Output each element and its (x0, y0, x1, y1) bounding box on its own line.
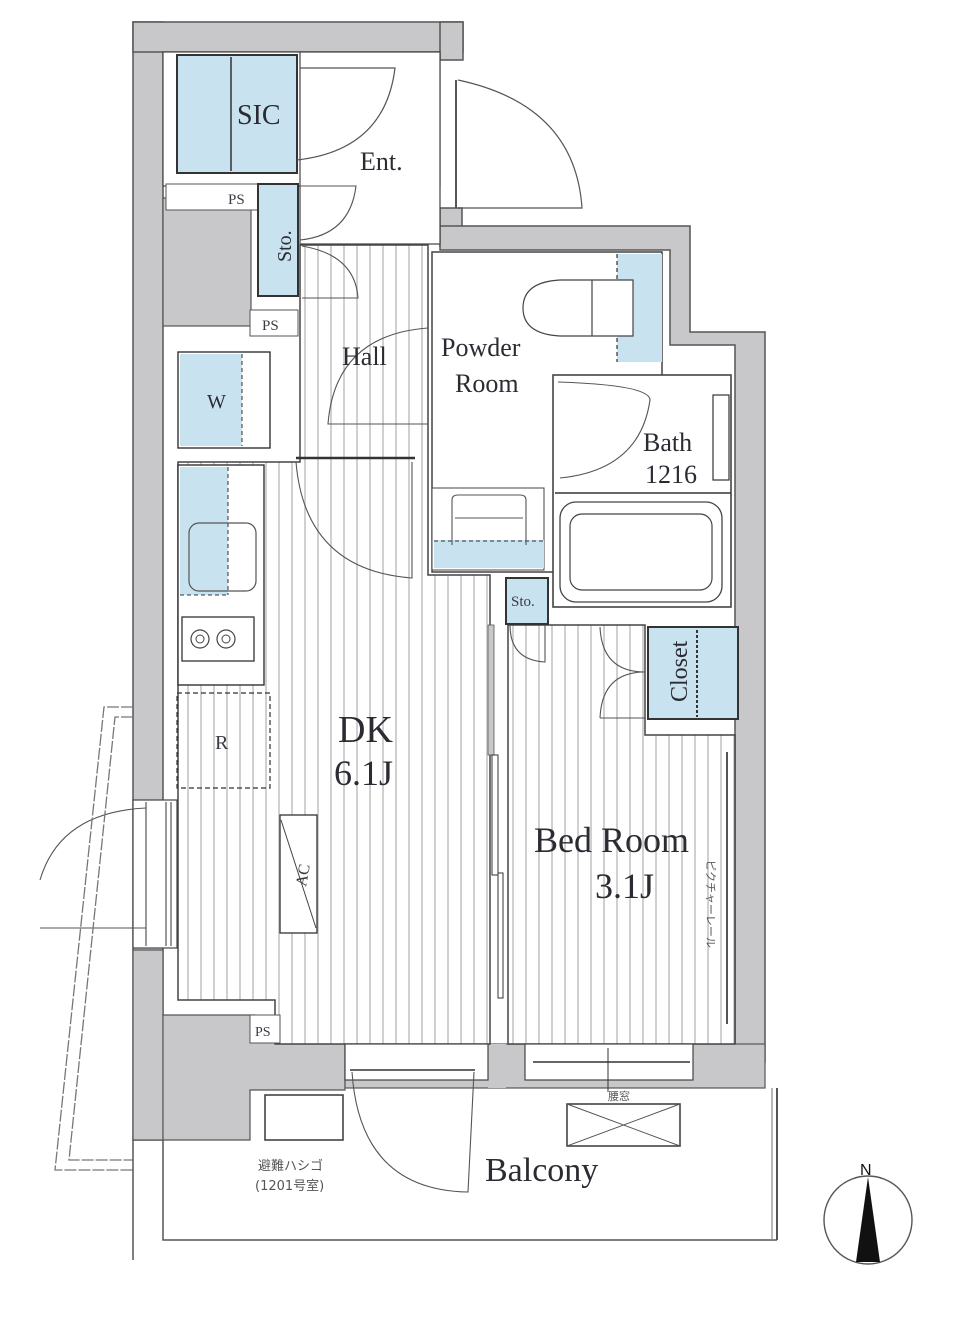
bedroom-fixtures (509, 624, 739, 1024)
wet-area (431, 251, 732, 625)
outer-walls (132, 21, 766, 1141)
bedroom-storage (505, 577, 549, 625)
label-bath-1: Bath (643, 428, 692, 457)
kitchen-fixtures (176, 327, 429, 1044)
label-fridge: R (215, 732, 229, 754)
label-washer: W (207, 391, 226, 413)
compass-north-label: N (860, 1162, 872, 1179)
label-bath-2: 1216 (645, 460, 697, 489)
label-hall: Hall (342, 342, 387, 371)
toilet-icon (522, 279, 634, 337)
ps-mid (249, 309, 299, 337)
entrance-area (162, 51, 583, 337)
label-ps-mid: PS (262, 318, 279, 334)
label-picture-rail: ピクチャーレール (704, 860, 717, 948)
label-escape-ladder-1: 避難ハシゴ (258, 1158, 323, 1174)
hall-storage (257, 183, 299, 297)
label-balcony: Balcony (485, 1152, 598, 1189)
north-compass: N (823, 1162, 913, 1265)
fridge-space (176, 692, 271, 789)
label-hall-storage: Sto. (274, 230, 296, 262)
north-arrow-icon (856, 1177, 880, 1262)
label-closet: Closet (667, 640, 693, 702)
label-ac: AC (293, 863, 314, 888)
floor-areas (177, 244, 736, 1045)
front-door-swing (457, 79, 583, 209)
sic-storage (176, 54, 298, 174)
label-dk-2: 6.1J (334, 753, 393, 793)
ps-top (165, 183, 259, 211)
label-dk-1: DK (338, 709, 393, 751)
compass-circle (823, 1175, 913, 1265)
label-bed-room-1: Bed Room (534, 820, 689, 860)
sliding-partition (487, 624, 504, 999)
closet (647, 626, 739, 720)
left-side-window (39, 706, 178, 1171)
label-bedroom-storage: Sto. (511, 594, 535, 610)
label-escape-ladder-2: (1201号室) (255, 1178, 324, 1194)
escape-ladder-box (264, 1094, 344, 1141)
room-labels: SIC Ent. PS Sto. PS Hall Powder Room Bat… (207, 100, 717, 1194)
washbasin-icon (451, 494, 527, 545)
label-ps-top: PS (228, 192, 245, 208)
ps-bottom (249, 1014, 281, 1044)
label-hatch: 腰窓 (608, 1089, 630, 1103)
label-powder-room-2: Room (455, 369, 519, 398)
stove-icon (181, 616, 255, 662)
label-entrance: Ent. (360, 147, 403, 176)
label-ps-bottom: PS (255, 1025, 271, 1040)
label-sic: SIC (237, 100, 281, 131)
label-powder-room-1: Powder (441, 333, 521, 362)
balcony (132, 1043, 778, 1260)
sink-icon (188, 522, 257, 592)
label-bed-room-2: 3.1J (595, 866, 654, 906)
